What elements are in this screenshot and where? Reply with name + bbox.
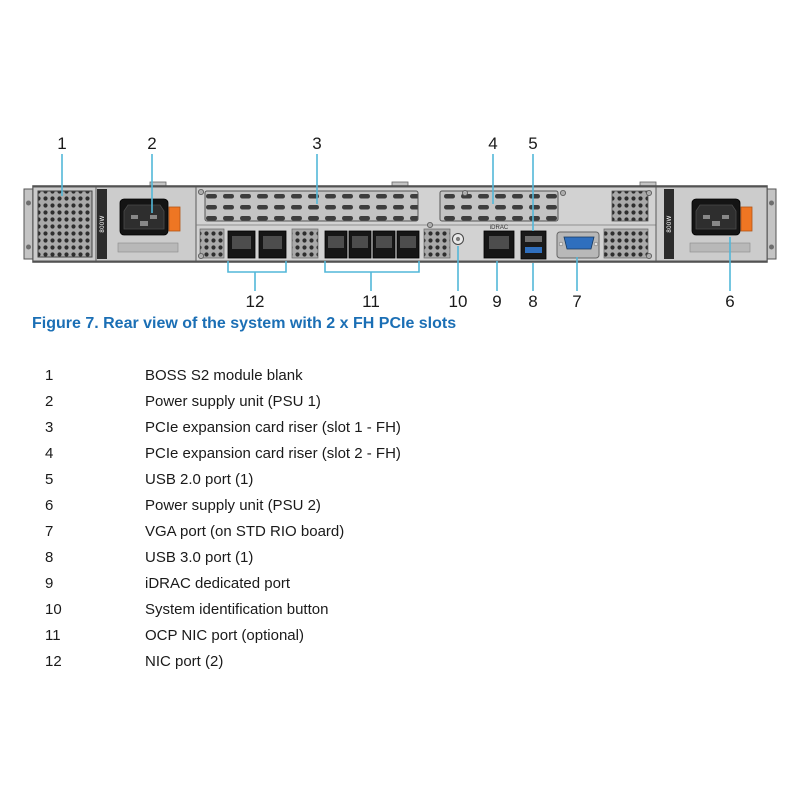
vent — [291, 228, 319, 259]
vga-port — [556, 231, 600, 259]
usb-2-port — [525, 236, 542, 242]
callout-10: 10 — [449, 292, 468, 311]
psu-1: 800W — [95, 186, 197, 262]
boss-s2-module-blank — [37, 190, 93, 258]
vent — [603, 228, 649, 259]
legend-row: 12 NIC port (2) — [45, 648, 401, 674]
legend-number: 10 — [45, 600, 62, 618]
callout-9: 9 — [492, 292, 501, 311]
legend-label: VGA port (on STD RIO board) — [145, 522, 345, 540]
callout-6: 6 — [725, 292, 734, 311]
legend-number: 6 — [45, 496, 54, 514]
figure-caption: Figure 7. Rear view of the system with 2… — [32, 315, 457, 332]
legend-number: 8 — [45, 548, 54, 566]
legend-row: 11 OCP NIC port (optional) — [45, 622, 401, 648]
callout-3: 3 — [312, 134, 321, 153]
rack-ear-right — [766, 188, 777, 260]
legend-number: 4 — [45, 444, 54, 462]
legend-number: 7 — [45, 522, 54, 540]
nic-ports — [227, 230, 287, 259]
legend-row: 9 iDRAC dedicated port — [45, 570, 401, 596]
legend-number: 2 — [45, 392, 54, 410]
rear-view-diagram: 800W — [23, 134, 777, 311]
psu2-release-latch — [740, 206, 753, 232]
legend-label: BOSS S2 module blank — [145, 366, 303, 384]
idrac-label: iDRAC — [490, 225, 509, 231]
callout-1: 1 — [57, 134, 66, 153]
psu1-sticker — [117, 242, 179, 253]
psu1-release-latch — [168, 206, 181, 232]
legend-row: 1 BOSS S2 module blank — [45, 362, 401, 388]
legend-list: 1 BOSS S2 module blank 2 Power supply un… — [45, 362, 401, 674]
pcie-riser-1-slot — [204, 190, 419, 222]
system-id-button — [452, 233, 464, 245]
callout-12: 12 — [246, 292, 265, 311]
legend-number: 5 — [45, 470, 54, 488]
psu2-label-strip — [664, 189, 674, 259]
legend-number: 12 — [45, 652, 62, 670]
legend-label: PCIe expansion card riser (slot 1 - FH) — [145, 418, 401, 436]
server-chassis: 800W — [23, 181, 777, 263]
psu2-wattage-label: 800W — [667, 215, 673, 232]
legend-number: 11 — [45, 626, 61, 644]
legend-label: OCP NIC port (optional) — [145, 626, 304, 644]
vent-top-right — [611, 190, 649, 222]
usb-3-port — [525, 247, 542, 253]
legend-row: 6 Power supply unit (PSU 2) — [45, 492, 401, 518]
legend-label: Power supply unit (PSU 1) — [145, 392, 321, 410]
legend-label: PCIe expansion card riser (slot 2 - FH) — [145, 444, 401, 462]
psu1-wattage-label: 800W — [100, 215, 106, 232]
callout-11: 11 — [362, 292, 380, 311]
legend-row: 5 USB 2.0 port (1) — [45, 466, 401, 492]
legend-label: USB 2.0 port (1) — [145, 470, 254, 488]
legend-row: 2 Power supply unit (PSU 1) — [45, 388, 401, 414]
legend-number: 9 — [45, 574, 54, 592]
legend-row: 3 PCIe expansion card riser (slot 1 - FH… — [45, 414, 401, 440]
legend-label: Power supply unit (PSU 2) — [145, 496, 321, 514]
psu2-sticker — [689, 242, 751, 253]
legend-number: 3 — [45, 418, 54, 436]
rack-ear-left — [23, 188, 34, 260]
callout-leader-lines — [61, 154, 731, 291]
idrac-port: iDRAC — [483, 225, 515, 259]
callout-numbers-top: 1 2 3 4 5 — [57, 134, 537, 153]
usb-ports — [520, 230, 547, 260]
callout-numbers-bottom: 12 11 10 9 8 7 6 — [246, 292, 735, 311]
psu-2: 800W — [655, 186, 768, 262]
vent — [423, 228, 451, 259]
psu1-label-strip — [97, 189, 107, 259]
legend-row: 4 PCIe expansion card riser (slot 2 - FH… — [45, 440, 401, 466]
callout-4: 4 — [488, 134, 497, 153]
legend-row: 8 USB 3.0 port (1) — [45, 544, 401, 570]
legend-number: 1 — [45, 366, 54, 384]
pcie-riser-2-slot — [439, 190, 559, 222]
legend-row: 10 System identification button — [45, 596, 401, 622]
legend-label: NIC port (2) — [145, 652, 224, 670]
callout-2: 2 — [147, 134, 156, 153]
legend-label: iDRAC dedicated port — [145, 574, 291, 592]
legend-row: 7 VGA port (on STD RIO board) — [45, 518, 401, 544]
callout-7: 7 — [572, 292, 581, 311]
legend-label: USB 3.0 port (1) — [145, 548, 254, 566]
vent — [199, 228, 225, 259]
callout-5: 5 — [528, 134, 537, 153]
screws — [197, 189, 653, 259]
callout-8: 8 — [528, 292, 537, 311]
ocp-nic-ports — [324, 230, 420, 259]
legend-label: System identification button — [145, 600, 329, 618]
